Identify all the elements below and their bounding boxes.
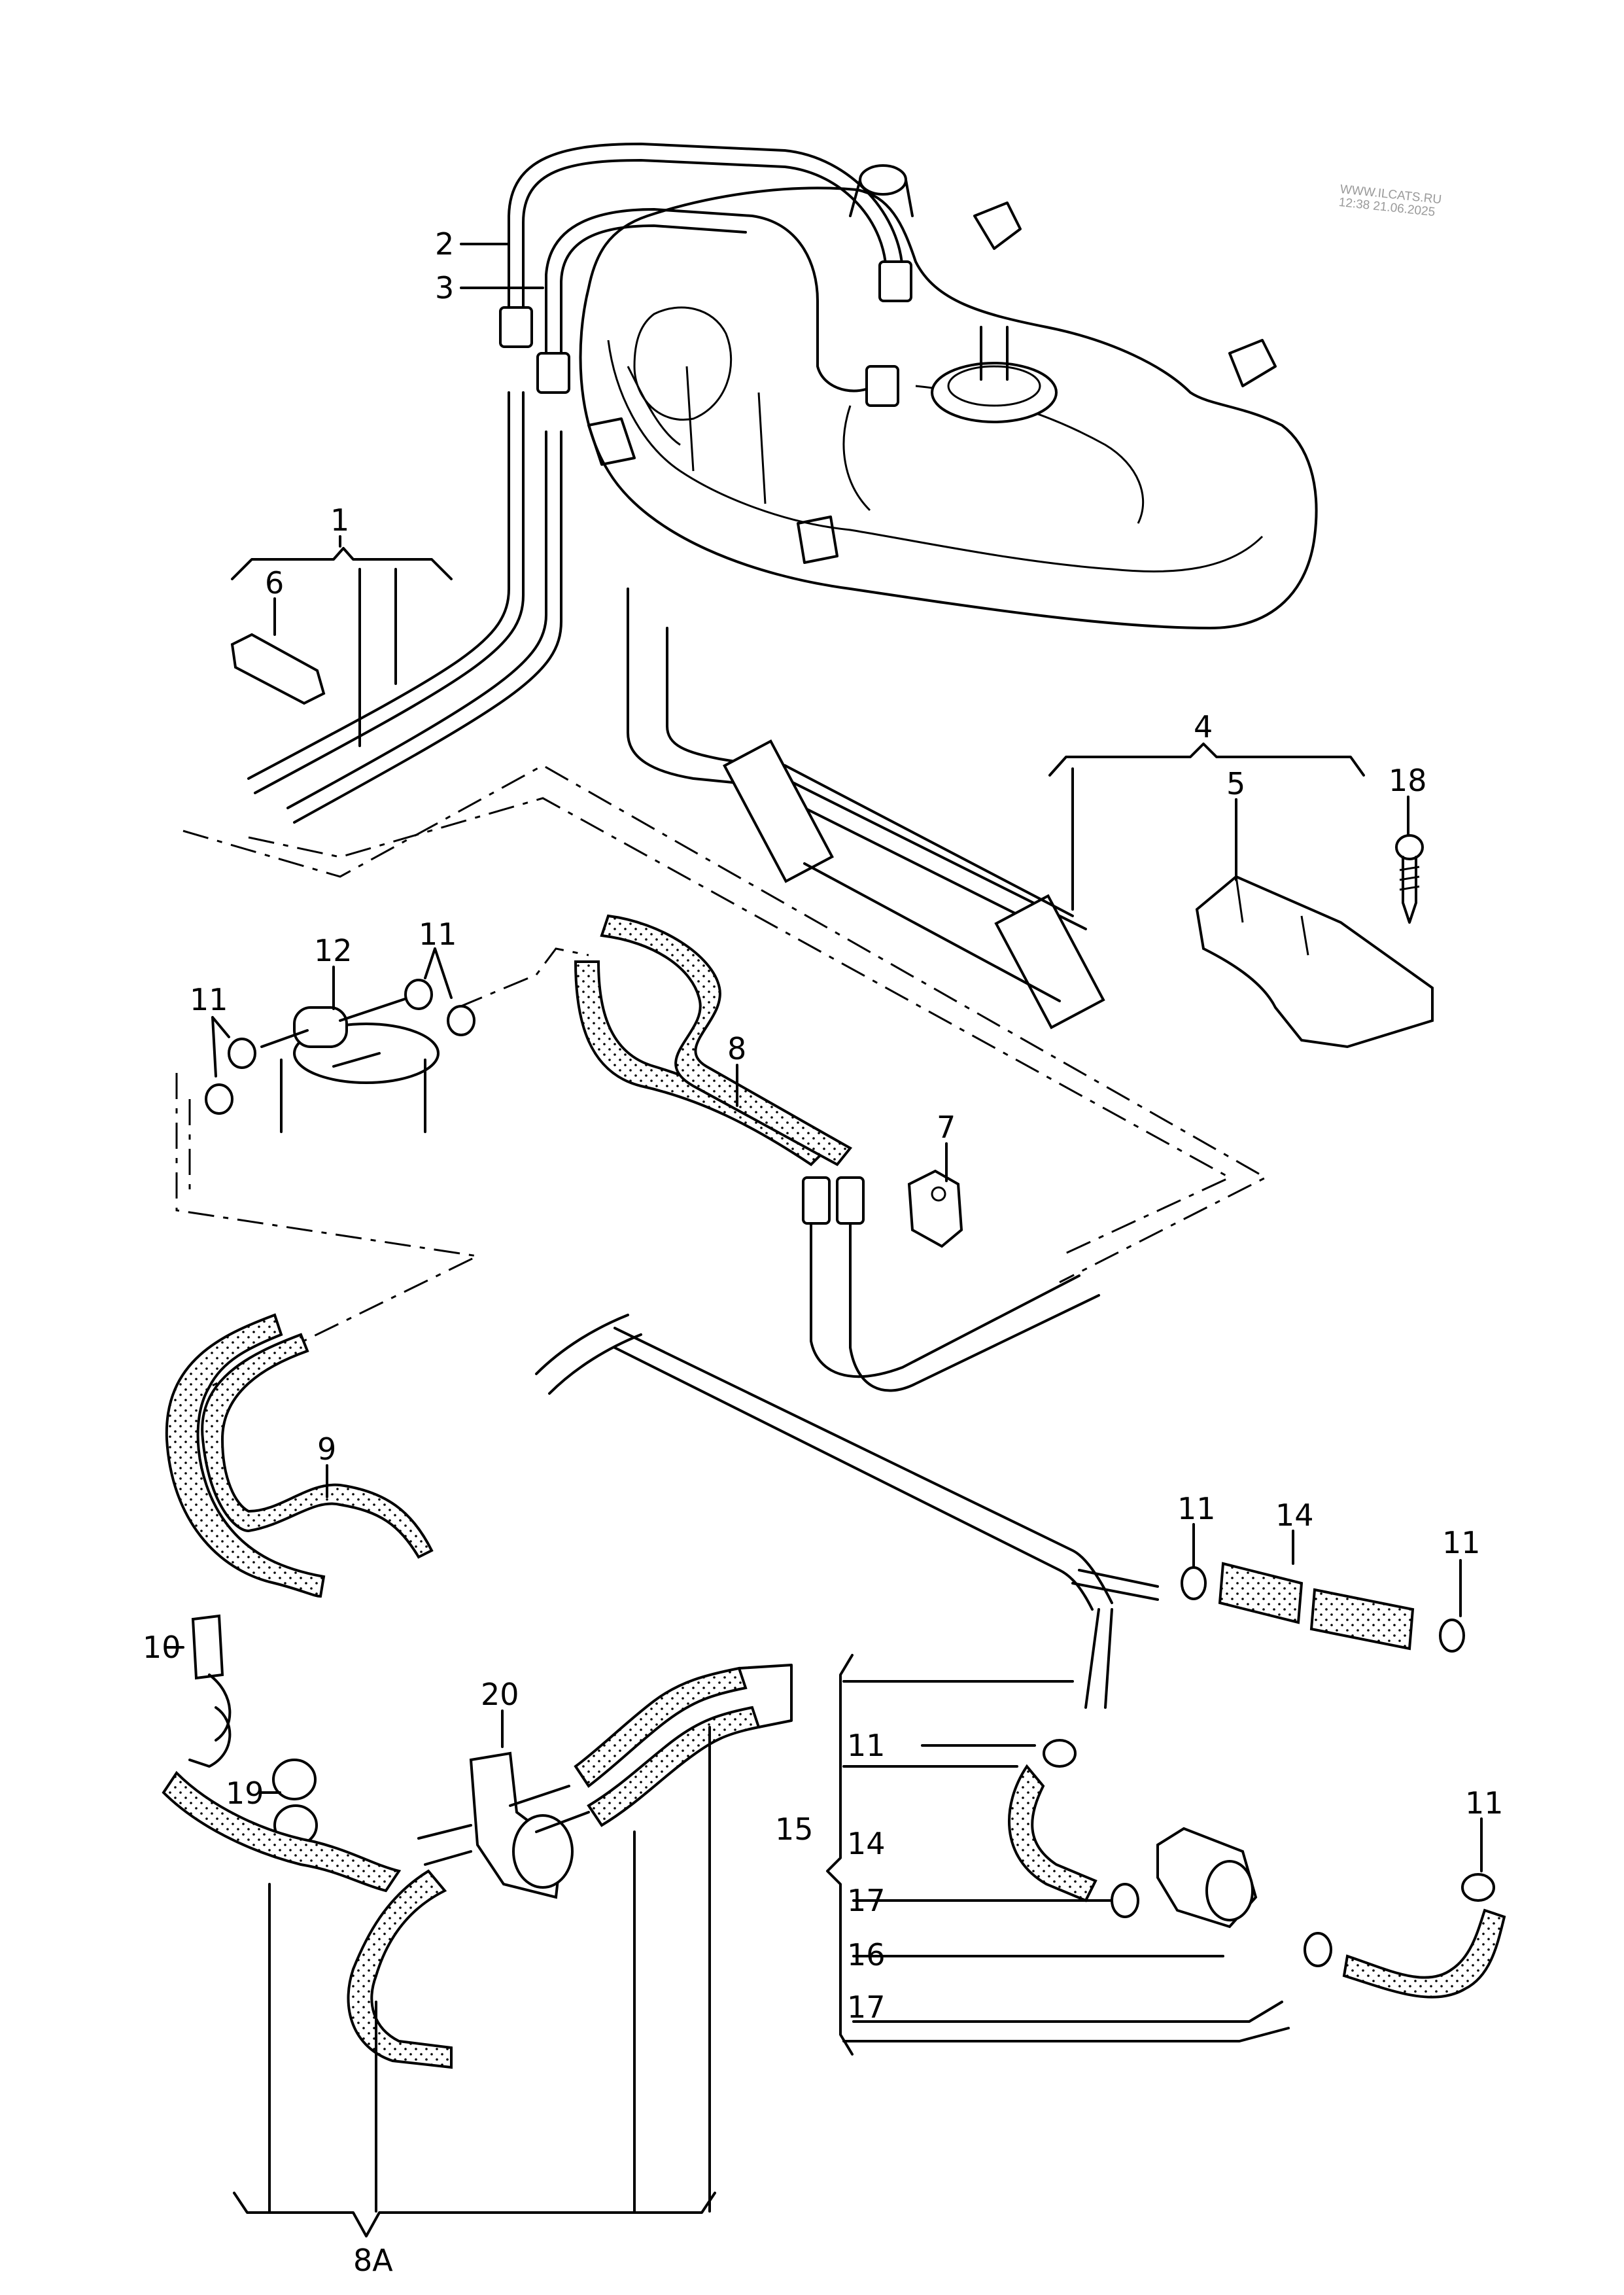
callout-11: 11 bbox=[1442, 1525, 1481, 1560]
routing-lines bbox=[175, 764, 1268, 1395]
callout-8: 8 bbox=[727, 1031, 747, 1066]
hose-clamp bbox=[228, 1038, 256, 1069]
callout-4: 4 bbox=[1194, 709, 1213, 745]
line-clip-7 bbox=[907, 1169, 963, 1248]
callout-1: 1 bbox=[330, 502, 350, 538]
hose-set-8A bbox=[162, 1664, 793, 2069]
clip-10 bbox=[188, 1614, 232, 1768]
hose-clamp bbox=[1439, 1619, 1465, 1653]
hose-8 bbox=[574, 914, 1100, 1392]
valve-20 bbox=[417, 1751, 590, 1899]
callout-11: 11 bbox=[1465, 1785, 1504, 1821]
line-connector bbox=[536, 352, 570, 394]
callout-5: 5 bbox=[1226, 766, 1246, 801]
hose-9 bbox=[165, 1313, 434, 1598]
hose-clamp bbox=[1111, 1883, 1139, 1918]
fuel-lines-2-3 bbox=[247, 143, 912, 824]
hose-clamp bbox=[1461, 1873, 1495, 1902]
callout-6: 6 bbox=[265, 565, 285, 601]
callout-11: 11 bbox=[1177, 1491, 1216, 1526]
callout-14: 14 bbox=[847, 1826, 886, 1861]
hose-clamp bbox=[1181, 1566, 1207, 1600]
line-bracket bbox=[994, 894, 1105, 1030]
callout-2: 2 bbox=[435, 226, 455, 262]
hose-clamp bbox=[447, 1005, 475, 1036]
line-connector bbox=[499, 306, 533, 348]
callout-20: 20 bbox=[481, 1677, 519, 1712]
callout-10: 10 bbox=[143, 1630, 181, 1665]
callout-17: 17 bbox=[847, 1883, 886, 1918]
callout-14: 14 bbox=[1275, 1498, 1314, 1533]
fuel-filter-assembly bbox=[205, 979, 475, 1133]
callout-8A: 8A bbox=[353, 2243, 393, 2278]
callout-9: 9 bbox=[317, 1431, 337, 1467]
callout-17: 17 bbox=[847, 1989, 886, 2025]
line-bracket bbox=[723, 739, 834, 883]
callout-11: 11 bbox=[847, 1728, 886, 1763]
callout-7: 7 bbox=[937, 1110, 956, 1145]
callout-18: 18 bbox=[1389, 763, 1427, 798]
callout-11: 11 bbox=[190, 982, 228, 1017]
hose-clamp bbox=[205, 1083, 233, 1115]
line-assembly-4 bbox=[627, 587, 1105, 1030]
callout-3: 3 bbox=[435, 270, 455, 306]
hose-set-15 bbox=[535, 1314, 1506, 1999]
line-holder-5 bbox=[1195, 875, 1434, 1049]
leader-lines bbox=[165, 243, 1483, 2237]
callout-12: 12 bbox=[314, 933, 353, 968]
fuel-tank bbox=[579, 164, 1318, 629]
pump-flange bbox=[931, 362, 1058, 423]
screw-18 bbox=[1395, 834, 1424, 924]
callout-16: 16 bbox=[847, 1937, 886, 1972]
hose-clamp bbox=[1043, 1739, 1077, 1768]
callout-15: 15 bbox=[775, 1812, 814, 1847]
callout-19: 19 bbox=[226, 1776, 264, 1811]
line-clip-6 bbox=[230, 633, 326, 705]
callout-11: 11 bbox=[419, 917, 457, 952]
hose-clamp bbox=[1304, 1932, 1332, 1967]
hose-clamp bbox=[404, 979, 433, 1010]
